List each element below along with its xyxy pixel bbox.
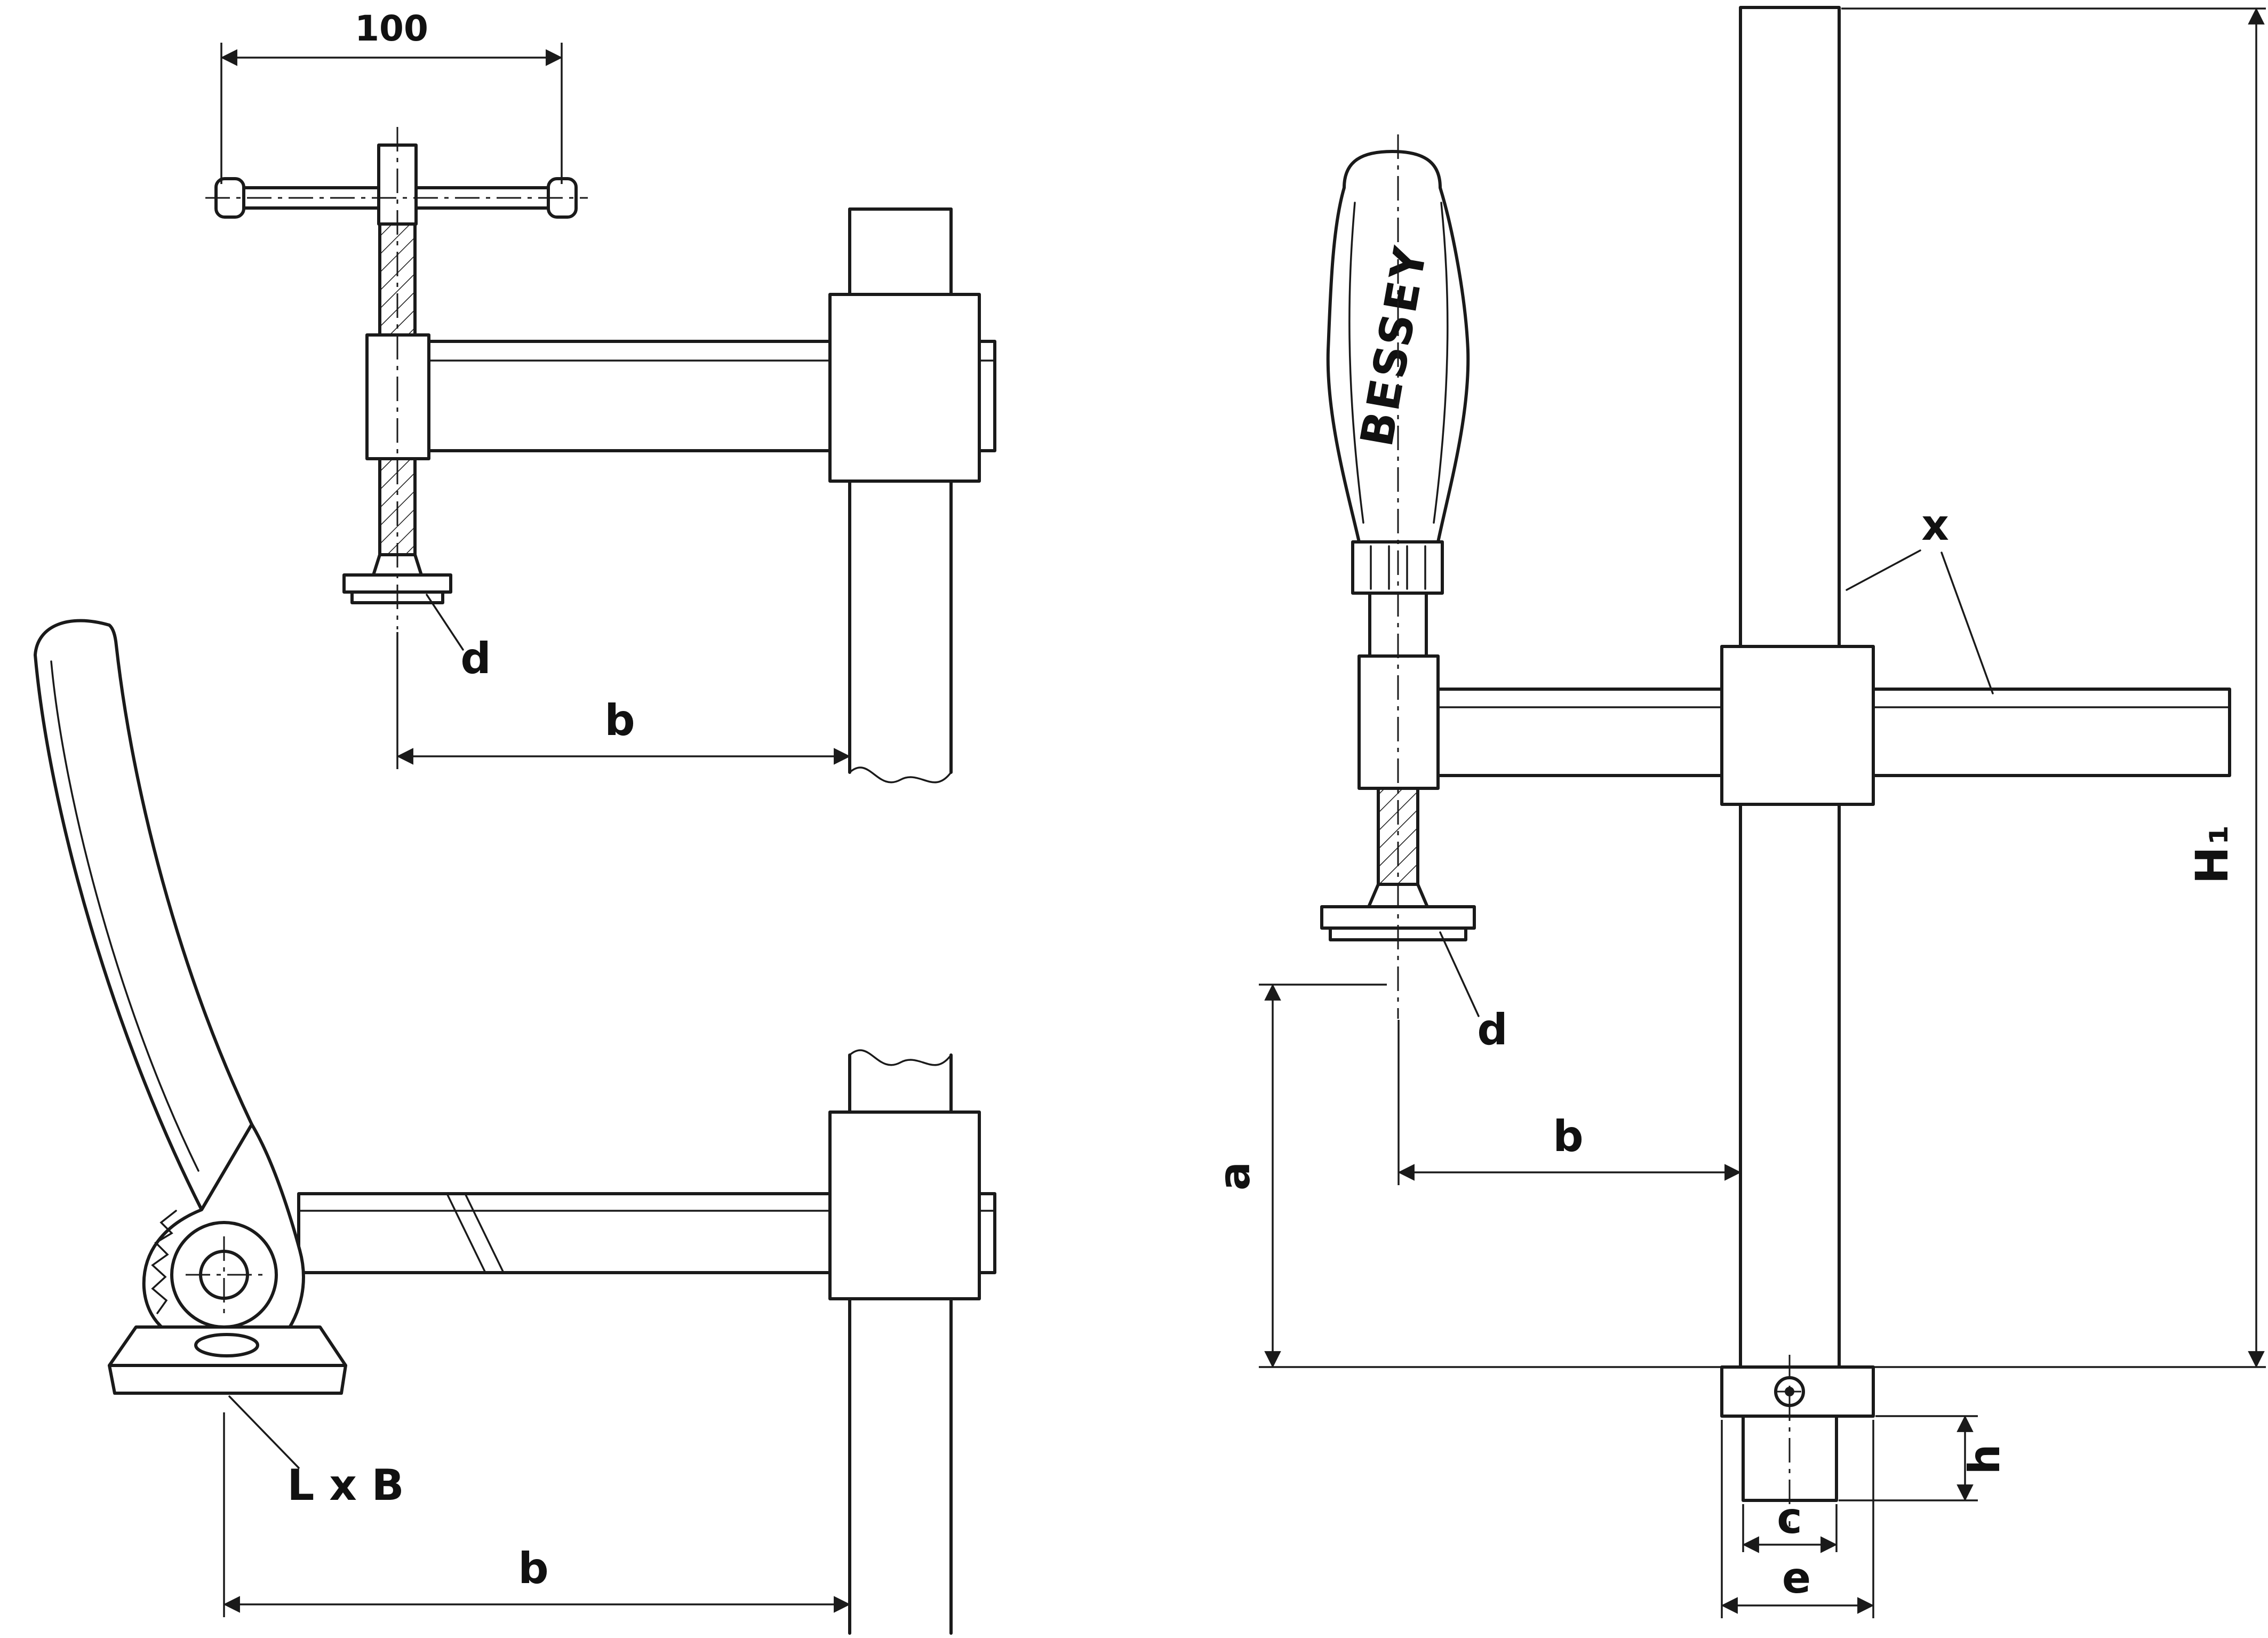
rail-break-line <box>849 766 952 784</box>
dimension-b-top: b <box>396 632 851 769</box>
height-label-a: a <box>1210 1162 1259 1190</box>
pad-size-callout: L x B <box>228 1395 404 1510</box>
foot-height-label-h: h <box>1960 1444 2009 1475</box>
flange-width-label-e: e <box>1782 1553 1811 1603</box>
throat-label-b: b <box>518 1544 548 1593</box>
dimension-c: c <box>1742 1493 1838 1553</box>
lever-handle-detail <box>50 660 199 1172</box>
base-pad-slot <box>194 1333 259 1357</box>
lever-handle <box>34 619 253 1211</box>
arm-joint-lines <box>446 1193 505 1274</box>
pad-size-label-lxb: L x B <box>287 1460 404 1510</box>
dimension-h: h <box>1839 1415 2009 1501</box>
pivot-centerlines <box>186 1236 262 1313</box>
throat-label-b: b <box>1553 1112 1583 1161</box>
figure-t-handle-variant: 100 d b <box>205 8 996 784</box>
ratchet-teeth <box>151 1210 177 1314</box>
dimension-a: a <box>1210 984 1387 1368</box>
sliding-bracket <box>1720 645 1875 806</box>
throat-label-b: b <box>604 696 635 745</box>
sliding-bracket <box>828 293 981 483</box>
clamping-arm <box>1432 688 1723 777</box>
dimension-b-main: b <box>1397 1020 1742 1185</box>
figure-lever-variant: L x B b <box>34 619 996 1635</box>
collar-ribs <box>1370 545 1426 590</box>
rail-height-label-h1: H₁ <box>2186 822 2238 884</box>
pad-callout-d: d <box>1439 931 1508 1054</box>
spindle-thread-upper <box>378 222 417 337</box>
dimension-h1: H₁ <box>1841 7 2266 1368</box>
profile-callout-x: x <box>1846 500 1994 694</box>
vertical-rail <box>848 1049 953 1635</box>
sliding-bracket <box>828 1110 981 1300</box>
profile-label-x: x <box>1921 500 1949 550</box>
clamping-arm-right <box>1872 688 2231 777</box>
pad-label-d: d <box>460 634 491 683</box>
pad-label-d: d <box>1477 1005 1507 1054</box>
dimension-100: 100 <box>220 8 563 184</box>
grip-panel-lines <box>1348 202 1449 524</box>
rail-break-line <box>849 1049 952 1066</box>
dim-label-100: 100 <box>355 8 428 49</box>
rail-foot <box>1720 1365 1875 1502</box>
base-pad <box>108 1325 347 1395</box>
dimension-b-bottom: b <box>223 1412 851 1617</box>
pad-callout-d: d <box>426 594 491 683</box>
dimension-e: e <box>1721 1420 1874 1618</box>
vertical-rail <box>848 207 953 784</box>
figure-main-view: BESSEY x a <box>1210 6 2266 1618</box>
